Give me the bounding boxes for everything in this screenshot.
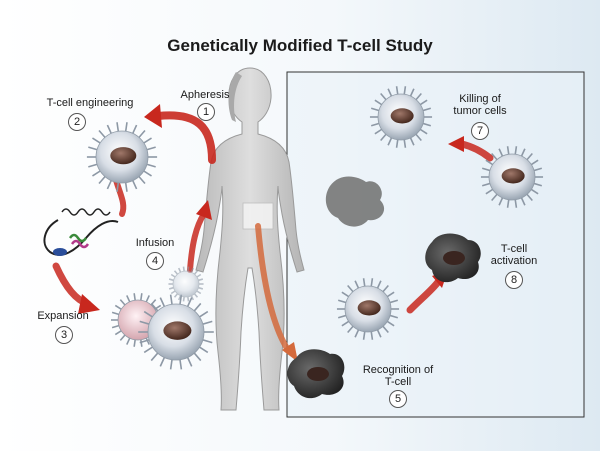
apheresis-arrow-head bbox=[144, 104, 162, 128]
step-infusion-label: Infusion bbox=[135, 237, 175, 249]
tumor-site-arrow bbox=[255, 223, 291, 353]
step-expansion-label: Expansion bbox=[37, 310, 89, 322]
tcell-engineering bbox=[86, 122, 158, 192]
tumor-nucleus-activation bbox=[443, 251, 465, 265]
step-engineering-label: T-cell engineering bbox=[46, 97, 134, 109]
tcell-nucleus bbox=[390, 108, 414, 124]
tcell-infusion bbox=[168, 266, 204, 302]
page-title: Genetically Modified T-cell Study bbox=[167, 36, 433, 55]
infusion-arrow bbox=[187, 211, 207, 273]
dna-strand-engineering-coil bbox=[61, 208, 111, 216]
tcell-killing bbox=[369, 86, 433, 148]
tumor-cell-dying bbox=[325, 176, 385, 227]
tcell-nucleus bbox=[501, 168, 525, 184]
receptor-colored-1 bbox=[68, 233, 88, 243]
engineering-arrow bbox=[113, 177, 127, 217]
tumor-nucleus-recognition bbox=[307, 367, 329, 381]
tcell-nucleus bbox=[357, 300, 381, 316]
step-recognition-label-line1: Recognition of bbox=[362, 364, 434, 376]
receptor-colored-2 bbox=[70, 239, 90, 249]
step-activation-label-line1: T-cell bbox=[500, 243, 528, 255]
step-killing-label-line1: Killing of bbox=[459, 93, 501, 105]
step-killing-number: 7 bbox=[471, 122, 489, 140]
step-apheresis-number: 1 bbox=[197, 103, 215, 121]
tcell-recognition bbox=[336, 278, 400, 340]
tcell-nucleus bbox=[110, 147, 137, 165]
apheresis-arrow bbox=[154, 111, 216, 164]
step-apheresis-label: Apheresis bbox=[180, 89, 230, 101]
killing-arrow bbox=[458, 140, 494, 162]
tumor-site-arrow-head bbox=[282, 342, 298, 362]
step-recognition-label-line2: T-cell bbox=[384, 376, 412, 388]
step-activation-number: 8 bbox=[505, 271, 523, 289]
dna-strand-engineering bbox=[43, 219, 119, 256]
step-infusion-number: 4 bbox=[146, 252, 164, 270]
expansion-arrow-head bbox=[78, 294, 100, 314]
tcell-body bbox=[172, 270, 200, 298]
step-expansion-number: 3 bbox=[55, 326, 73, 344]
receptor-blue bbox=[53, 248, 67, 256]
infusion-arrow-head bbox=[196, 200, 212, 220]
tcell-activated bbox=[480, 146, 544, 208]
tcell-expansion-main bbox=[138, 294, 214, 370]
activation-arrow bbox=[406, 278, 442, 314]
killing-arrow-head bbox=[448, 136, 464, 152]
step-engineering-number: 2 bbox=[68, 113, 86, 131]
tcell-nucleus bbox=[163, 321, 192, 340]
step-recognition-number: 5 bbox=[389, 390, 407, 408]
step-activation-label-line2: activation bbox=[490, 255, 538, 267]
step-killing-label-line2: tumor cells bbox=[453, 105, 507, 117]
